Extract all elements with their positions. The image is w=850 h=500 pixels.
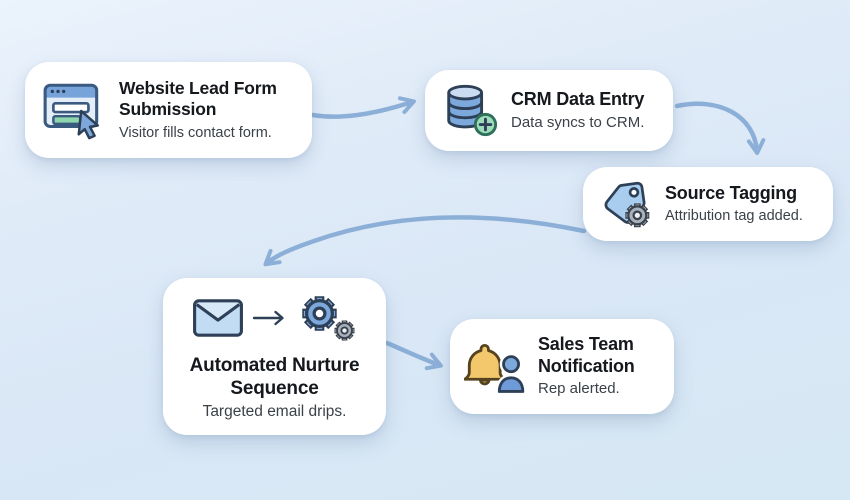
envelope-icon	[192, 298, 243, 337]
node-text: Sales Team Notification Rep alerted.	[538, 334, 660, 399]
email-to-gears-icon	[192, 292, 358, 344]
node-subtitle: Visitor fills contact form.	[119, 124, 272, 141]
arrow-tagging-to-nurture	[263, 215, 587, 267]
node-title: Source Tagging	[665, 182, 797, 203]
form-cursor-icon	[43, 83, 99, 140]
node-card-sales-team-notification: Sales Team Notification Rep alerted.	[450, 319, 674, 414]
tag-gear-icon	[604, 181, 655, 232]
database-plus-icon	[447, 84, 498, 136]
node-title: Website Lead Form Submission	[119, 78, 277, 120]
node-title: Sales Team Notification	[538, 334, 635, 377]
node-subtitle: Data syncs to CRM.	[511, 113, 645, 131]
node-card-automated-nurture: Automated Nurture Sequence Targeted emai…	[163, 278, 386, 435]
node-card-website-lead-form: Website Lead Form Submission Visitor fil…	[25, 62, 312, 158]
node-card-source-tagging: Source Tagging Attribution tag added.	[583, 167, 833, 241]
bell-person-icon	[464, 343, 527, 395]
node-card-crm-data-entry: CRM Data Entry Data syncs to CRM.	[425, 70, 673, 151]
node-text: Automated Nurture Sequence Targeted emai…	[177, 348, 372, 422]
small-arrow-icon	[252, 310, 284, 325]
node-text: Website Lead Form Submission Visitor fil…	[119, 78, 281, 142]
gears-icon	[296, 292, 358, 344]
node-subtitle: Attribution tag added.	[665, 207, 803, 224]
arrow-form-to-crm	[310, 96, 416, 119]
arrow-nurture-to-sales	[384, 340, 443, 371]
node-subtitle: Targeted email drips.	[202, 402, 347, 420]
node-title: Automated Nurture Sequence	[189, 354, 360, 399]
node-text: CRM Data Entry Data syncs to CRM.	[511, 89, 644, 133]
node-title: CRM Data Entry	[511, 88, 645, 109]
arrow-crm-to-tagging	[674, 101, 766, 156]
node-text: Source Tagging Attribution tag added.	[665, 183, 803, 225]
node-subtitle: Rep alerted.	[538, 380, 620, 398]
